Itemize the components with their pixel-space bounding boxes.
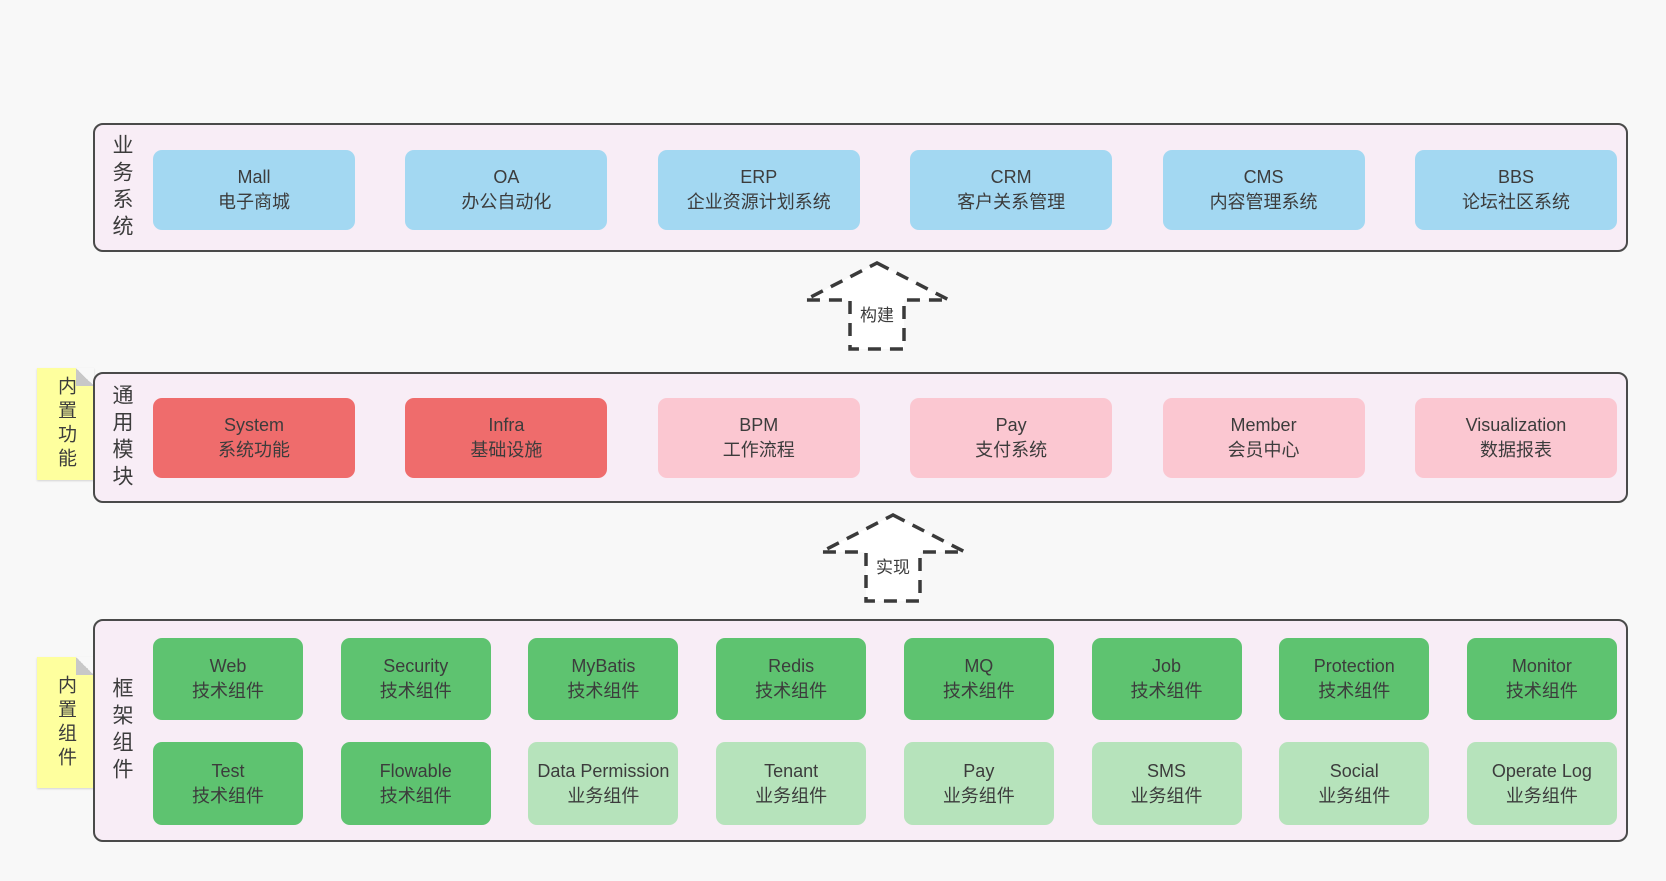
box-pay-component: Pay 业务组件 (903, 742, 1054, 825)
box-subtitle: 技术组件 (942, 681, 1015, 701)
box-title: CRM (990, 167, 1032, 188)
box-oa: OA 办公自动化 (405, 150, 608, 230)
box-title: BPM (739, 415, 779, 436)
box-redis: Redis 技术组件 (716, 638, 867, 720)
box-title: ERP (740, 167, 778, 188)
box-title: Test (211, 760, 245, 781)
box-title: Monitor (1511, 656, 1572, 677)
arrow-label: 实现 (873, 552, 913, 579)
box-subtitle: 工作流程 (722, 440, 795, 460)
box-social: Social 业务组件 (1279, 742, 1430, 825)
box-title: Flowable (379, 760, 452, 781)
box-subtitle: 业务组件 (1318, 785, 1391, 806)
box-operate-log: Operate Log 业务组件 (1466, 742, 1617, 825)
box-monitor: Monitor 技术组件 (1466, 638, 1617, 720)
box-bpm: BPM 工作流程 (657, 398, 860, 478)
box-subtitle: 技术组件 (567, 681, 640, 701)
box-web: Web 技术组件 (153, 638, 303, 720)
layer-framework-components: 框架组件 Web 技术组件 Security 技术组件 MyBatis 技术组件… (93, 619, 1628, 842)
box-cms: CMS 内容管理系统 (1162, 150, 1365, 230)
sticky-note-label: 内置组件 (55, 674, 76, 771)
box-title: OA (493, 167, 520, 188)
sticky-note-built-in-features: 内置功能 (37, 368, 94, 480)
box-subtitle: 业务组件 (755, 785, 828, 806)
box-subtitle: 内容管理系统 (1209, 192, 1318, 212)
box-title: BBS (1497, 167, 1534, 188)
box-title: MQ (964, 656, 994, 677)
box-tenant: Tenant 业务组件 (716, 742, 867, 825)
box-mq: MQ 技术组件 (903, 638, 1054, 720)
box-title: Operate Log (1491, 760, 1592, 781)
box-pay: Pay 支付系统 (910, 398, 1113, 478)
box-title: CMS (1243, 167, 1284, 188)
box-subtitle: 业务组件 (942, 785, 1015, 806)
box-protection: Protection 技术组件 (1279, 638, 1430, 720)
box-subtitle: 技术组件 (192, 681, 264, 701)
box-title: Pay (963, 760, 995, 781)
box-subtitle: 技术组件 (379, 681, 452, 701)
box-title: Protection (1313, 656, 1395, 677)
box-subtitle: 系统功能 (218, 440, 290, 460)
box-mybatis: MyBatis 技术组件 (528, 638, 679, 720)
box-title: Pay (995, 415, 1027, 436)
box-subtitle: 技术组件 (1505, 681, 1578, 701)
box-flowable: Flowable 技术组件 (340, 742, 491, 825)
box-subtitle: 技术组件 (1130, 681, 1203, 701)
box-title: System (223, 415, 284, 436)
box-subtitle: 业务组件 (567, 785, 640, 806)
layer-business-systems: 业务系统 Mall 电子商城 OA 办公自动化 ERP 企业资源计划系统 CRM… (93, 123, 1628, 252)
box-subtitle: 电子商城 (218, 192, 290, 212)
box-title: Redis (768, 656, 815, 677)
box-subtitle: 数据报表 (1479, 440, 1552, 460)
box-test: Test 技术组件 (153, 742, 303, 825)
box-title: Security (383, 656, 449, 677)
box-title: Web (209, 656, 247, 677)
box-title: SMS (1147, 760, 1187, 781)
arrow-label: 构建 (857, 300, 897, 327)
box-subtitle: 业务组件 (1505, 785, 1578, 806)
box-subtitle: 基础设施 (470, 440, 543, 460)
box-title: Mall (237, 167, 271, 188)
sticky-note-label: 内置功能 (55, 376, 76, 472)
box-subtitle: 论坛社区系统 (1461, 192, 1570, 212)
box-title: Visualization (1465, 415, 1567, 436)
box-subtitle: 企业资源计划系统 (686, 192, 831, 212)
box-visualization: Visualization 数据报表 (1414, 398, 1617, 478)
box-title: Social (1329, 760, 1379, 781)
box-bbs: BBS 论坛社区系统 (1414, 150, 1617, 230)
box-subtitle: 支付系统 (975, 440, 1048, 460)
box-title: Job (1152, 656, 1182, 677)
box-sms: SMS 业务组件 (1091, 742, 1242, 825)
box-subtitle: 技术组件 (379, 785, 452, 806)
box-crm: CRM 客户关系管理 (910, 150, 1113, 230)
sticky-note-built-in-components: 内置组件 (37, 657, 94, 788)
box-title: Data Permission (537, 760, 670, 781)
box-mall: Mall 电子商城 (153, 150, 355, 230)
box-subtitle: 技术组件 (1318, 681, 1391, 701)
box-security: Security 技术组件 (340, 638, 491, 720)
box-erp: ERP 企业资源计划系统 (657, 150, 860, 230)
arrow-build-up: 构建 (802, 260, 952, 352)
box-system: System 系统功能 (153, 398, 355, 478)
box-title: Infra (488, 415, 525, 436)
layer-label: 业务系统 (110, 133, 133, 242)
arrow-implement-up: 实现 (818, 512, 968, 604)
layer-label: 框架组件 (110, 676, 133, 785)
box-title: Tenant (764, 760, 819, 781)
box-infra: Infra 基础设施 (405, 398, 608, 478)
layer-common-modules: 通用模块 System 系统功能 Infra 基础设施 BPM 工作流程 Pay… (93, 372, 1628, 503)
box-member: Member 会员中心 (1162, 398, 1365, 478)
box-data-permission: Data Permission 业务组件 (528, 742, 679, 825)
box-title: MyBatis (571, 656, 636, 677)
box-subtitle: 技术组件 (755, 681, 828, 701)
box-title: Member (1230, 415, 1297, 436)
box-subtitle: 会员中心 (1227, 440, 1300, 460)
box-subtitle: 业务组件 (1130, 785, 1203, 806)
box-subtitle: 客户关系管理 (957, 192, 1066, 212)
box-job: Job 技术组件 (1091, 638, 1242, 720)
box-subtitle: 办公自动化 (461, 192, 552, 212)
box-subtitle: 技术组件 (192, 785, 264, 806)
layer-label: 通用模块 (110, 383, 133, 492)
